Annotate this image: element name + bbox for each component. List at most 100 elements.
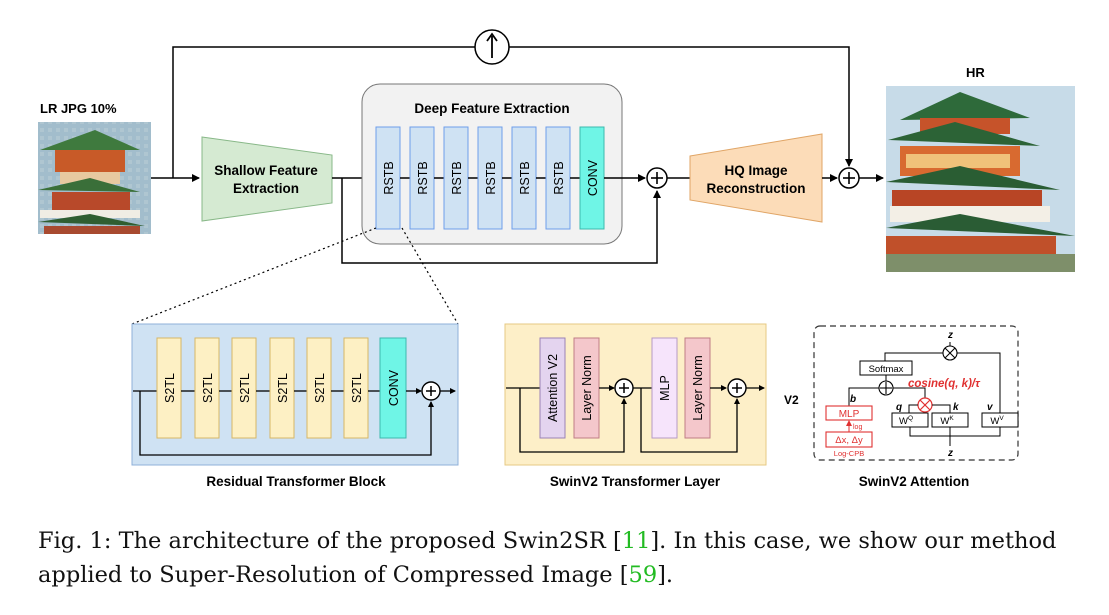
rstb-group: RSTB RSTB RSTB RSTB RSTB RSTB xyxy=(375,126,580,230)
hr-label: HR xyxy=(966,65,985,80)
attention-v2-block: Attention V2 xyxy=(539,337,566,439)
s2tl-block-2 xyxy=(194,337,220,439)
rtb-residual-skip xyxy=(139,391,434,456)
rstb-label-6: RSTB xyxy=(552,161,566,194)
wv-label-sup: V xyxy=(999,415,1004,422)
attention-v2-label: Attention V2 xyxy=(546,354,560,422)
wk-label-sup: K xyxy=(949,415,954,422)
hr-image xyxy=(886,86,1075,272)
s2tl-label-6: S2TL xyxy=(350,373,364,403)
upsample-node xyxy=(474,29,510,65)
rstb-block-5 xyxy=(511,126,537,230)
swinv2-layer-title: SwinV2 Transformer Layer xyxy=(550,474,721,489)
figure-caption: Fig. 1: The architecture of the proposed… xyxy=(38,524,1098,592)
global-skip-connection xyxy=(172,46,853,178)
rstb-block-1 xyxy=(375,126,401,230)
rstb-label-4: RSTB xyxy=(484,161,498,194)
wv-block: WV xyxy=(981,412,1019,428)
s2tl-block-4 xyxy=(269,337,295,439)
rtb-title: Residual Transformer Block xyxy=(206,474,386,489)
b-label: b xyxy=(850,394,856,405)
s2tl-label-4: S2TL xyxy=(276,373,290,403)
caption-suffix: ]. xyxy=(657,562,674,588)
layer-add-node-1 xyxy=(614,378,634,398)
rstb-block-4 xyxy=(477,126,503,230)
s2tl-block-1 xyxy=(156,337,182,439)
log-cpb-label: Log-CPB xyxy=(834,449,864,458)
s2tl-block-5 xyxy=(306,337,332,439)
rstb-block-6 xyxy=(545,126,571,230)
v-label: v xyxy=(987,402,994,413)
mlp-block: MLP xyxy=(651,337,678,439)
citation-59[interactable]: 59 xyxy=(628,562,658,588)
q-label: q xyxy=(896,402,902,413)
s2tl-label-1: S2TL xyxy=(163,373,177,403)
v2-label: V2 xyxy=(784,393,799,407)
rtb-conv-label: CONV xyxy=(387,369,401,406)
layer-norm-1-label: Layer Norm xyxy=(580,355,594,420)
z-bottom-label: z xyxy=(947,448,953,459)
wq-label-base: W xyxy=(899,416,908,427)
rtb-conv-block: CONV xyxy=(379,337,407,439)
wk-label-base: W xyxy=(940,416,949,427)
rstb-label-3: RSTB xyxy=(450,161,464,194)
attn-mlp-block: MLP xyxy=(825,405,873,421)
delta-xy-block: Δx, Δy xyxy=(825,431,873,448)
deep-conv-label: CONV xyxy=(586,159,600,196)
cosine-label: cosine(q, k)/τ xyxy=(908,378,981,390)
z-top-label: z xyxy=(947,330,953,341)
wv-label: WV xyxy=(990,415,1004,427)
caption-mid: ]. In this case, we show our method appl… xyxy=(38,528,1057,588)
deep-residual-skip xyxy=(341,178,661,264)
rtb-add-node xyxy=(421,381,441,401)
rstb-label-2: RSTB xyxy=(416,161,430,194)
shallow-label-1: Shallow Feature xyxy=(214,163,318,178)
s2tl-label-2: S2TL xyxy=(201,373,215,403)
layer-norm-2-label: Layer Norm xyxy=(691,355,705,420)
wq-label: WQ xyxy=(899,415,913,427)
attn-mlp-label: MLP xyxy=(839,409,860,420)
s2tl-block-3 xyxy=(231,337,257,439)
layer-add-node-2 xyxy=(727,378,747,398)
hq-label-1: HQ Image xyxy=(724,163,788,178)
hq-reconstruction-block: HQ Image Reconstruction xyxy=(689,133,823,223)
log-label: log xyxy=(853,424,862,431)
deep-residual-add-node xyxy=(646,167,668,189)
matmul-node-top xyxy=(942,345,958,361)
rstb-label-1: RSTB xyxy=(382,161,396,194)
zoom-line-left xyxy=(131,227,377,325)
layer-norm-1-block: Layer Norm xyxy=(573,337,600,439)
mlp-label: MLP xyxy=(658,375,672,401)
hq-label-2: Reconstruction xyxy=(706,181,805,196)
wq-label-sup: Q xyxy=(908,415,913,422)
softmax-block: Softmax xyxy=(859,360,913,376)
rstb-label-5: RSTB xyxy=(518,161,532,194)
shallow-label-2: Extraction xyxy=(233,181,299,196)
s2tl-group: S2TL S2TL S2TL S2TL S2TL S2TL xyxy=(156,337,380,439)
deep-conv-block: CONV xyxy=(579,126,605,230)
softmax-label: Softmax xyxy=(869,364,904,375)
wk-block: WK xyxy=(931,412,969,428)
s2tl-block-6 xyxy=(343,337,369,439)
s2tl-label-5: S2TL xyxy=(313,373,327,403)
lr-label: LR JPG 10% xyxy=(40,101,117,116)
citation-11[interactable]: 11 xyxy=(621,528,651,554)
swinv2-attention-title: SwinV2 Attention xyxy=(859,474,970,489)
delta-xy-label: Δx, Δy xyxy=(835,435,863,446)
k-label: k xyxy=(953,402,959,413)
rstb-block-3 xyxy=(443,126,469,230)
zoom-line-right xyxy=(401,227,459,325)
wv-label-base: W xyxy=(990,416,999,427)
wk-label: WK xyxy=(940,415,954,427)
add-node-attention xyxy=(878,380,894,396)
wq-block: WQ xyxy=(891,412,929,428)
caption-prefix: Fig. 1: The architecture of the proposed… xyxy=(38,528,622,554)
layer-norm-2-block: Layer Norm xyxy=(684,337,711,439)
cosine-node xyxy=(917,397,933,413)
final-add-node xyxy=(838,167,860,189)
deep-feature-title: Deep Feature Extraction xyxy=(414,101,569,116)
lr-image xyxy=(38,122,151,234)
s2tl-label-3: S2TL xyxy=(238,373,252,403)
shallow-feature-extraction-block: Shallow Feature Extraction xyxy=(201,136,333,222)
